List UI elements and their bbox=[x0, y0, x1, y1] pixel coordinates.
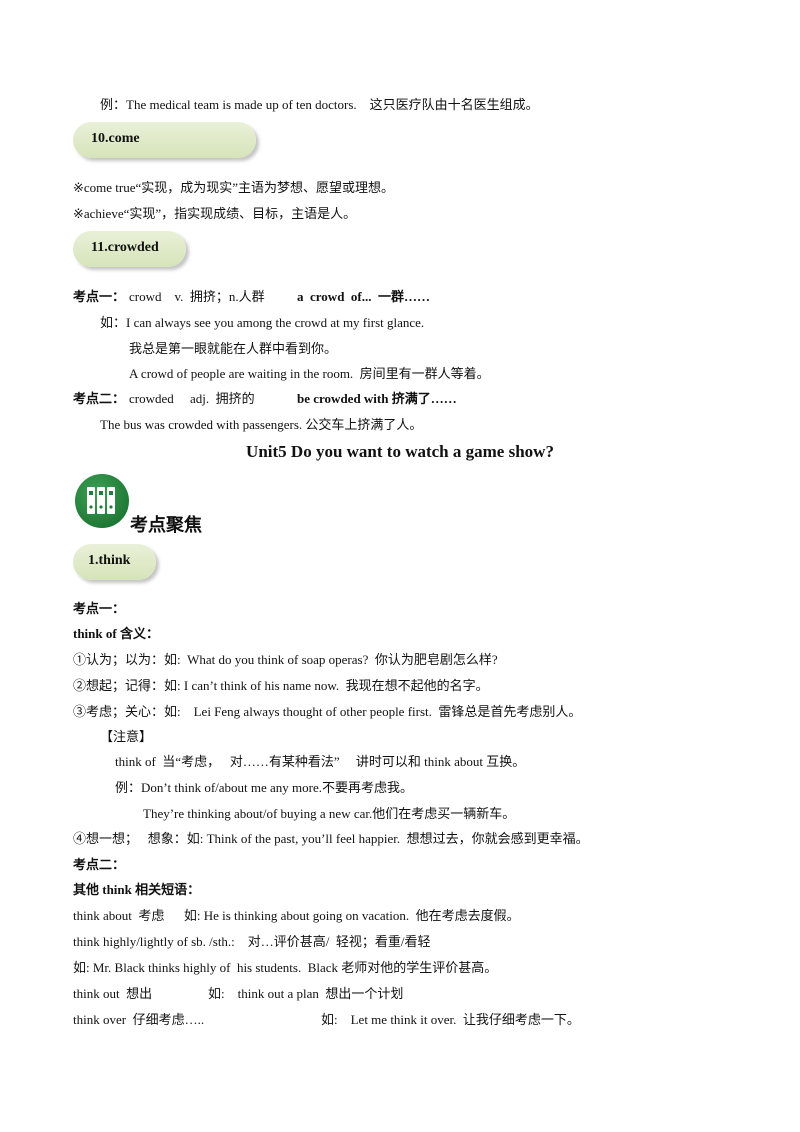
meaning-line: ④想一想； 想象：如: Think of the past, you’ll fe… bbox=[73, 831, 589, 846]
section-heading-label: 1.think bbox=[88, 553, 131, 568]
example-line: The bus was crowded with passengers. 公交车… bbox=[100, 417, 423, 432]
example-line: 例：Don’t think of/about me any more.不要再考虑… bbox=[115, 780, 414, 795]
definition-text: crowd v. 拥挤；n.人群 bbox=[129, 289, 265, 304]
section-heading-crowded: 11.crowded bbox=[73, 231, 186, 267]
example-line: 如: think out a plan 想出一个计划 bbox=[208, 986, 404, 1001]
attention-label: 【注意】 bbox=[100, 729, 153, 744]
phrase-text: a crowd of... 一群…… bbox=[297, 289, 431, 304]
example-line: A crowd of people are waiting in the roo… bbox=[129, 366, 490, 381]
focus-title: 考点聚焦 bbox=[130, 515, 202, 536]
note-line: think of 当“考虑， 对……有某种看法” 讲时可以和 think abo… bbox=[115, 754, 526, 769]
point-label: 考点二： bbox=[73, 391, 126, 406]
note-line: ※come true“实现，成为现实”主语为梦想、愿望或理想。 bbox=[73, 180, 395, 195]
definition-text: crowded adj. 拥挤的 bbox=[129, 391, 255, 406]
phrase-text: be crowded with 挤满了…… bbox=[297, 391, 457, 406]
subheading: think of 含义： bbox=[73, 626, 159, 641]
meaning-line: ②想起；记得：如: I can’t think of his name now.… bbox=[73, 678, 489, 693]
point-label: 考点一： bbox=[73, 289, 126, 304]
subheading: 其他 think 相关短语： bbox=[73, 882, 201, 897]
section-heading-label: 11.crowded bbox=[91, 240, 159, 255]
section-heading-think: 1.think bbox=[73, 544, 156, 580]
meaning-line: ①认为；以为：如: What do you think of soap oper… bbox=[73, 652, 498, 667]
example-line: 如: Mr. Black thinks highly of his studen… bbox=[73, 960, 498, 975]
phrase-line: think about 考虑 如: He is thinking about g… bbox=[73, 908, 520, 923]
example-line: 例：The medical team is made up of ten doc… bbox=[100, 97, 539, 112]
point-label: 考点一： bbox=[73, 601, 126, 616]
note-line: ※achieve“实现”，指实现成绩、目标，主语是人。 bbox=[73, 206, 357, 221]
example-line: 如: Let me think it over. 让我仔细考虑一下。 bbox=[321, 1012, 580, 1027]
example-line: They’re thinking about/of buying a new c… bbox=[143, 806, 516, 821]
section-heading-come: 10.come bbox=[73, 122, 256, 158]
phrase-line: think out 想出 bbox=[73, 986, 153, 1001]
unit-title: Unit5 Do you want to watch a game show? bbox=[246, 442, 554, 461]
example-line: 如：I can always see you among the crowd a… bbox=[100, 315, 425, 330]
phrase-line: think over 仔细考虑….. bbox=[73, 1012, 205, 1027]
phrase-line: think highly/lightly of sb. /sth.: 对…评价甚… bbox=[73, 934, 431, 949]
binders-icon bbox=[75, 474, 129, 528]
meaning-line: ③考虑；关心：如: Lei Feng always thought of oth… bbox=[73, 704, 582, 719]
translation-line: 我总是第一眼就能在人群中看到你。 bbox=[129, 341, 338, 356]
point-label: 考点二： bbox=[73, 857, 126, 872]
section-heading-label: 10.come bbox=[91, 131, 140, 146]
